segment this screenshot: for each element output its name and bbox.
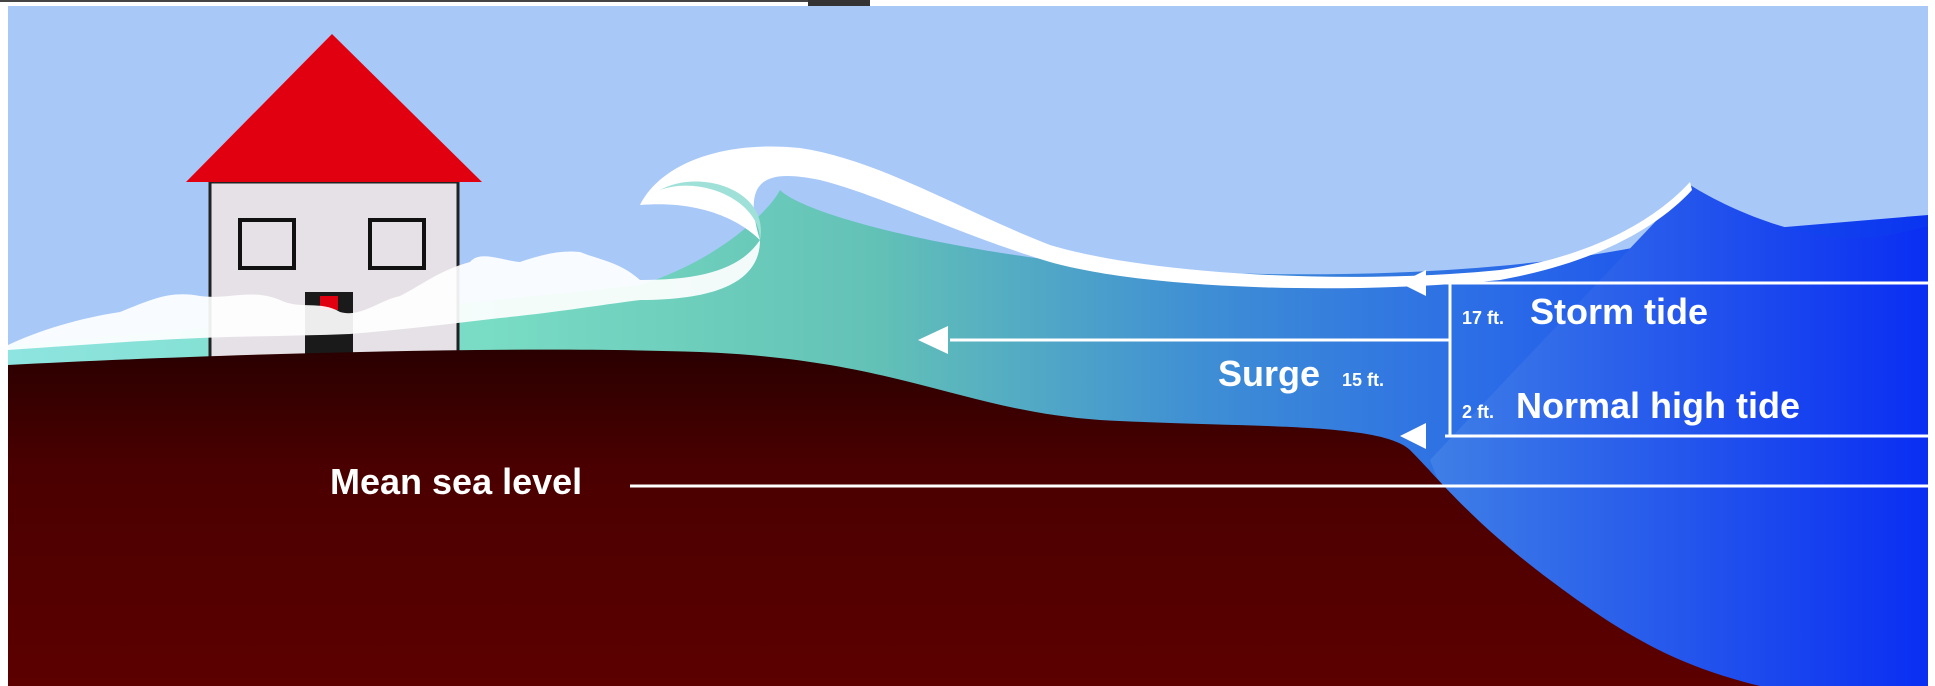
surge-label: Surge: [1218, 353, 1320, 394]
normal-tide-value: 2 ft.: [1462, 402, 1494, 422]
normal-tide-label: Normal high tide: [1516, 385, 1800, 426]
top-tab-line: [0, 0, 808, 2]
storm-tide-value: 17 ft.: [1462, 308, 1504, 328]
top-tab: [808, 0, 870, 6]
storm-tide-label: Storm tide: [1530, 291, 1708, 332]
surge-value: 15 ft.: [1342, 370, 1384, 390]
mean-sea-level-label: Mean sea level: [330, 461, 582, 502]
